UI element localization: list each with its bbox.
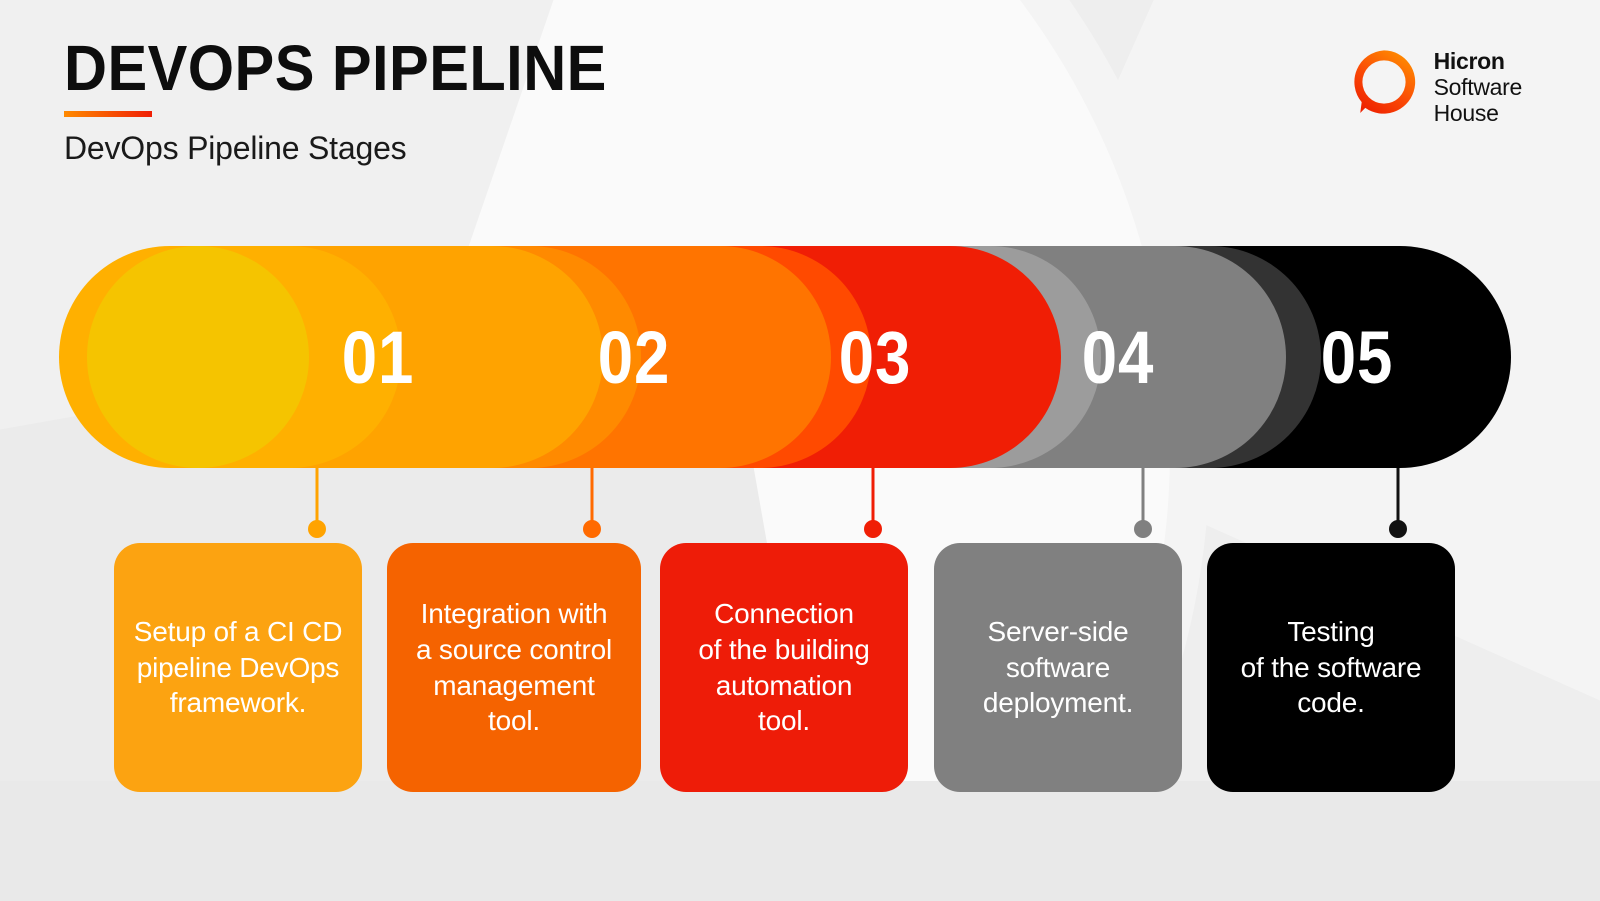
logo-wordmark: Hicron Software House <box>1433 44 1523 126</box>
header: DEVOPS PIPELINE DevOps Pipeline Stages <box>64 36 648 166</box>
stage-card-02-text: Integration with a source control manage… <box>415 598 612 737</box>
stage-card-04-text: Server-side software deployment. <box>982 616 1134 719</box>
hicron-ring-icon <box>1354 50 1415 114</box>
pipeline-shape-group <box>59 246 1511 468</box>
stage-card-03-text: Connection of the building automation to… <box>698 598 870 737</box>
title-underline-rule <box>64 111 152 117</box>
page-title: DEVOPS PIPELINE <box>64 32 607 104</box>
pipeline-segments <box>59 246 1511 468</box>
stage-card-04[interactable]: Server-side software deployment. <box>934 543 1182 792</box>
stage-card-05-text: Testing of the software code. <box>1240 616 1422 719</box>
page-subtitle: DevOps Pipeline Stages <box>64 130 407 166</box>
stage-card-05[interactable]: Testing of the software code. <box>1207 543 1455 792</box>
background-bottom-band <box>0 781 1600 901</box>
stage-cards: Setup of a CI CD pipeline DevOps framewo… <box>0 543 1600 793</box>
logo-line-1: Hicron <box>1433 48 1505 74</box>
stage-card-01[interactable]: Setup of a CI CD pipeline DevOps framewo… <box>114 543 362 792</box>
brand-logo: Hicron Software House <box>1348 44 1522 126</box>
logo-line-3: House <box>1433 99 1499 126</box>
pipeline-bar: 01 02 03 04 05 <box>0 246 1600 468</box>
stage-card-02[interactable]: Integration with a source control manage… <box>387 543 641 792</box>
stage-card-03[interactable]: Connection of the building automation to… <box>660 543 908 792</box>
logo-line-2: Software <box>1433 73 1523 100</box>
stage-card-01-text: Setup of a CI CD pipeline DevOps framewo… <box>133 616 343 719</box>
